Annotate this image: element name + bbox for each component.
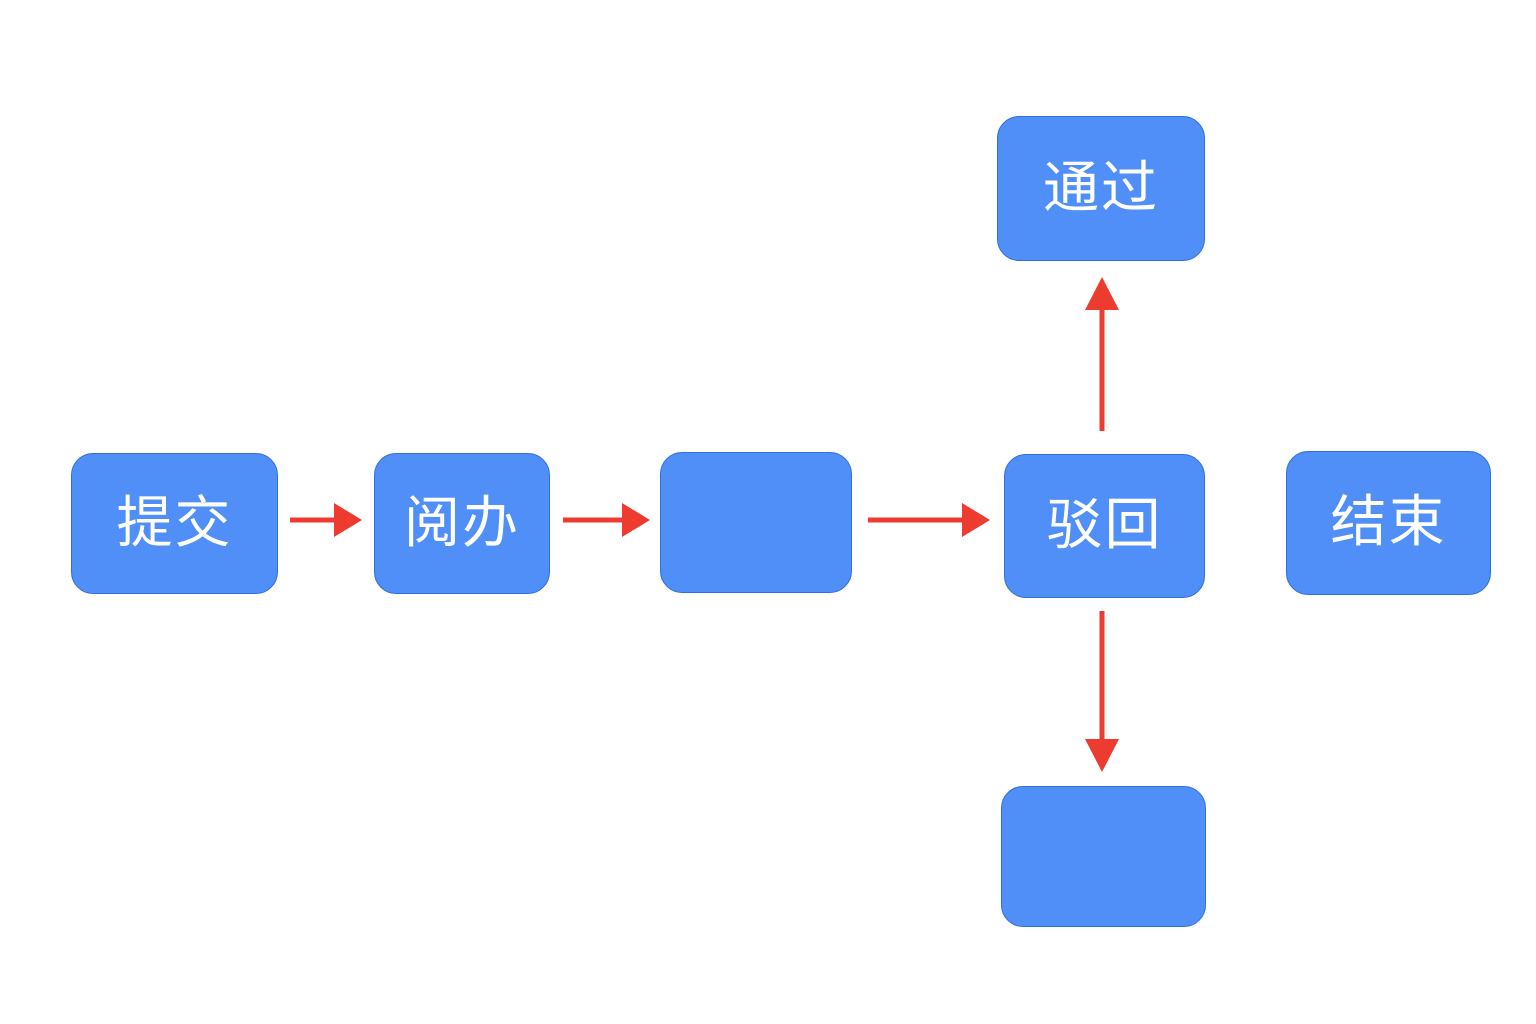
node-submit: 提交: [71, 453, 278, 594]
node-review-label: 阅办: [404, 490, 520, 556]
node-blank-middle: [660, 452, 852, 593]
node-reject-label: 驳回: [1046, 493, 1163, 558]
arrow-reject-to-approve: [1085, 277, 1119, 431]
node-blank-bottom: [1001, 786, 1206, 927]
node-submit-label: 提交: [116, 490, 233, 556]
arrow-blank-to-reject: [868, 503, 990, 537]
node-approve: 通过: [997, 116, 1205, 261]
arrow-review-to-blank: [563, 503, 650, 537]
arrow-reject-to-blank-bottom: [1085, 611, 1119, 772]
node-approve-label: 通过: [1043, 155, 1159, 221]
node-review: 阅办: [374, 453, 550, 594]
node-end: 结束: [1286, 451, 1491, 595]
node-reject: 驳回: [1004, 454, 1205, 598]
node-end-label: 结束: [1330, 490, 1447, 555]
arrow-submit-to-review: [290, 503, 362, 537]
